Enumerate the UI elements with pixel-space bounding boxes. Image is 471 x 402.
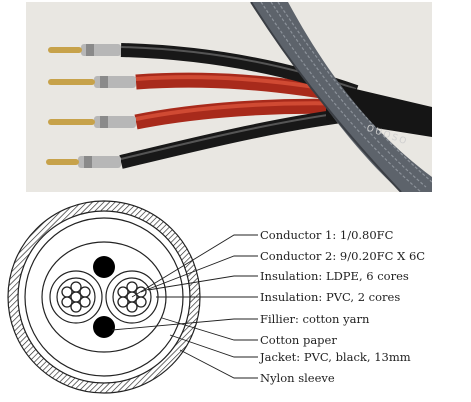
leader-lines [111, 234, 258, 379]
cable-photo: OUOSO [26, 2, 432, 192]
filler-core-top [93, 256, 115, 278]
banana-plug-4 [46, 156, 121, 168]
leader-nylon-sleeve [179, 349, 258, 379]
label-filler: Fillier: cotton yarn [260, 312, 370, 326]
label-insulation-pvc: Insulation: PVC, 2 cores [260, 290, 400, 304]
leader-jacket [169, 334, 258, 358]
label-jacket: Jacket: PVC, black, 13mm [259, 350, 411, 364]
label-nylon-sleeve: Nylon sleeve [260, 371, 335, 385]
braided-sleeve [251, 2, 432, 192]
leader-conductor-1 [131, 234, 258, 298]
label-insulation-ldpe: Insulation: LDPE, 6 cores [260, 269, 409, 283]
banana-plug-2 [48, 76, 136, 88]
leader-filler [111, 318, 258, 331]
sleeve-weave [260, 2, 432, 192]
leader-conductor-2 [140, 255, 258, 293]
banana-plug-3 [48, 116, 136, 128]
conductor-group-left [49, 270, 103, 324]
label-conductor-1: Conductor 1: 1/0.80FC [260, 228, 394, 242]
filler-core-bottom [93, 316, 115, 338]
cross-section-diagram: Conductor 1: 1/0.80FC Conductor 2: 9/0.2… [7, 200, 425, 394]
label-conductor-2: Conductor 2: 9/0.20FC X 6C [260, 249, 425, 263]
sleeve-shadow [250, 2, 402, 192]
banana-plug-1 [48, 44, 121, 56]
leader-cotton-paper [161, 317, 258, 341]
leader-insulation-ldpe [147, 275, 258, 291]
label-cotton-paper: Cotton paper [260, 333, 337, 347]
